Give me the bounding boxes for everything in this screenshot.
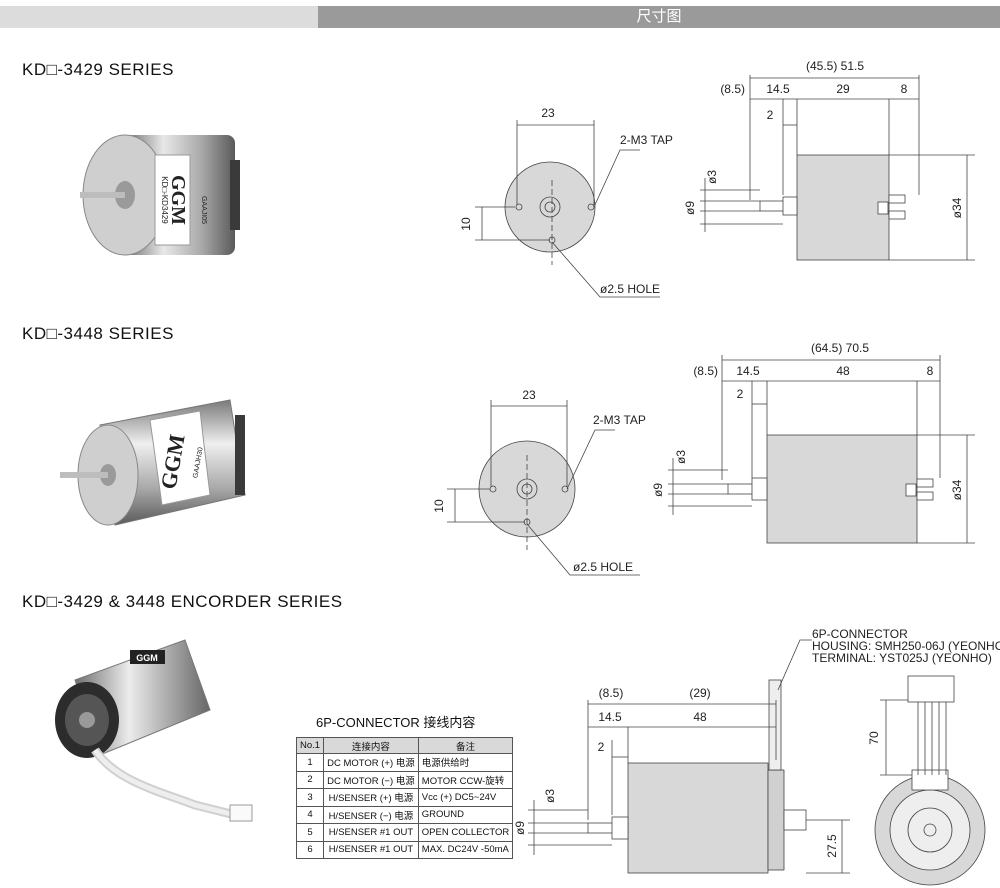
table-row: 2 DC MOTOR (−) 电源 MOTOR CCW-旋转 (295, 770, 514, 789)
cell-remark: MOTOR CCW-旋转 (417, 770, 514, 789)
d1-side-step: 2 (767, 108, 774, 122)
d3-side-shaft: (8.5) (599, 686, 624, 700)
d1-side-d3: ø3 (705, 170, 719, 184)
motor-photo-3448: GGM GAAJH30 (60, 399, 246, 526)
d1-side-term: 8 (901, 82, 908, 96)
cell-remark: MAX. DC24V -50mA (417, 840, 514, 859)
d1-side-total: (45.5) 51.5 (806, 59, 864, 73)
d2-front-tap: 2-M3 TAP (593, 413, 646, 427)
cell-remark: Vcc (+) DC5~24V (417, 788, 514, 807)
d1-side-boss: 14.5 (766, 82, 790, 96)
d1-front-width: 23 (541, 106, 555, 120)
table-row: 5 H/SENSER #1 OUT OPEN COLLECTOR (295, 823, 514, 842)
d2-side-term: 8 (927, 364, 934, 378)
d3-connector-housing: HOUSING: SMH250-06J (YEONHO) (812, 639, 1000, 653)
d2-side-total: (64.5) 70.5 (811, 341, 869, 355)
header-title: 尺寸图 (318, 6, 1000, 28)
cell-remark: 电源供给时 (417, 753, 514, 772)
cell-no: 1 (295, 753, 325, 772)
table-row: 4 H/SENSER (−) 电源 GROUND (295, 805, 514, 824)
d2-side-body: 48 (836, 364, 850, 378)
cell-no: 2 (295, 770, 325, 789)
cell-no: 3 (295, 788, 325, 807)
series-title-encoder: KD□-3429 & 3448 ENCORDER SERIES (22, 592, 343, 611)
cell-remark: OPEN COLLECTOR (417, 823, 514, 842)
d1-front-tap: 2-M3 TAP (620, 133, 673, 147)
table-row: 1 DC MOTOR (+) 电源 电源供给时 (295, 753, 514, 772)
d3-side-height: 27.5 (825, 834, 839, 858)
series-title-3448: KD□-3448 SERIES (22, 324, 174, 343)
d2-side-d34: ø34 (950, 479, 964, 500)
motor-model-label: KD□-KD3429 (160, 176, 169, 224)
cell-function: DC MOTOR (−) 电源 (323, 770, 419, 789)
d1-side-d34: ø34 (950, 197, 964, 218)
header-bar-left (0, 6, 318, 28)
motor-photo-encoder: GGM (55, 639, 253, 822)
motor-brand-label: GGM (167, 175, 189, 225)
d3-side-body-paren: (29) (689, 686, 710, 700)
d3-connector-terminal: TERMINAL: YST025J (YEONHO) (812, 651, 992, 665)
cell-no: 5 (295, 823, 325, 842)
d2-side-shaft: (8.5) (693, 364, 718, 378)
table-row: 3 H/SENSER (+) 电源 Vcc (+) DC5~24V (295, 788, 514, 807)
connector-table-title: 6P-CONNECTOR 接线内容 (316, 715, 476, 730)
d1-front-offset: 10 (459, 217, 473, 231)
table-row: 6 H/SENSER #1 OUT MAX. DC24V -50mA (295, 840, 514, 859)
cell-remark: GROUND (417, 805, 514, 824)
cell-no: 4 (295, 805, 325, 824)
col-header-function: 连接内容 (323, 737, 419, 754)
col-header-no: No.1 (295, 737, 325, 754)
col-header-remark: 备注 (417, 737, 514, 754)
connector-table: No.1 连接内容 备注 1 DC MOTOR (+) 电源 电源供给时 2 D… (295, 737, 514, 859)
d1-front-hole: ø2.5 HOLE (600, 282, 660, 296)
cell-function: H/SENSER #1 OUT (323, 840, 419, 859)
d2-side-d3: ø3 (674, 450, 688, 464)
d2-side-d9: ø9 (651, 483, 665, 497)
d3-side-d3: ø3 (543, 789, 557, 803)
cell-function: H/SENSER #1 OUT (323, 823, 419, 842)
d3-rear-cable: 70 (867, 731, 881, 745)
cell-function: H/SENSER (−) 电源 (323, 805, 419, 824)
motor-brand-label-3: GGM (136, 653, 158, 663)
d2-front-offset: 10 (432, 499, 446, 513)
d3-side-body: 48 (693, 710, 707, 724)
d2-front-hole: ø2.5 HOLE (573, 560, 633, 574)
motor-code-label: GAAJI05 (200, 196, 207, 224)
d3-side-d9: ø9 (513, 821, 527, 835)
d3-side-boss: 14.5 (598, 710, 622, 724)
d1-side-d9: ø9 (683, 201, 697, 215)
cell-function: DC MOTOR (+) 电源 (323, 753, 419, 772)
d2-side-boss: 14.5 (736, 364, 760, 378)
d1-side-shaft: (8.5) (720, 82, 745, 96)
d3-connector-name: 6P-CONNECTOR (812, 627, 908, 641)
d2-side-step: 2 (737, 387, 744, 401)
cell-no: 6 (295, 840, 325, 859)
d3-side-step: 2 (598, 740, 605, 754)
series-title-3429: KD□-3429 SERIES (22, 60, 174, 79)
cell-function: H/SENSER (+) 电源 (323, 788, 419, 807)
motor-photo-3429: GGM KD□-KD3429 GAAJI05 (80, 134, 240, 256)
d1-side-body: 29 (836, 82, 850, 96)
d2-front-width: 23 (522, 388, 536, 402)
